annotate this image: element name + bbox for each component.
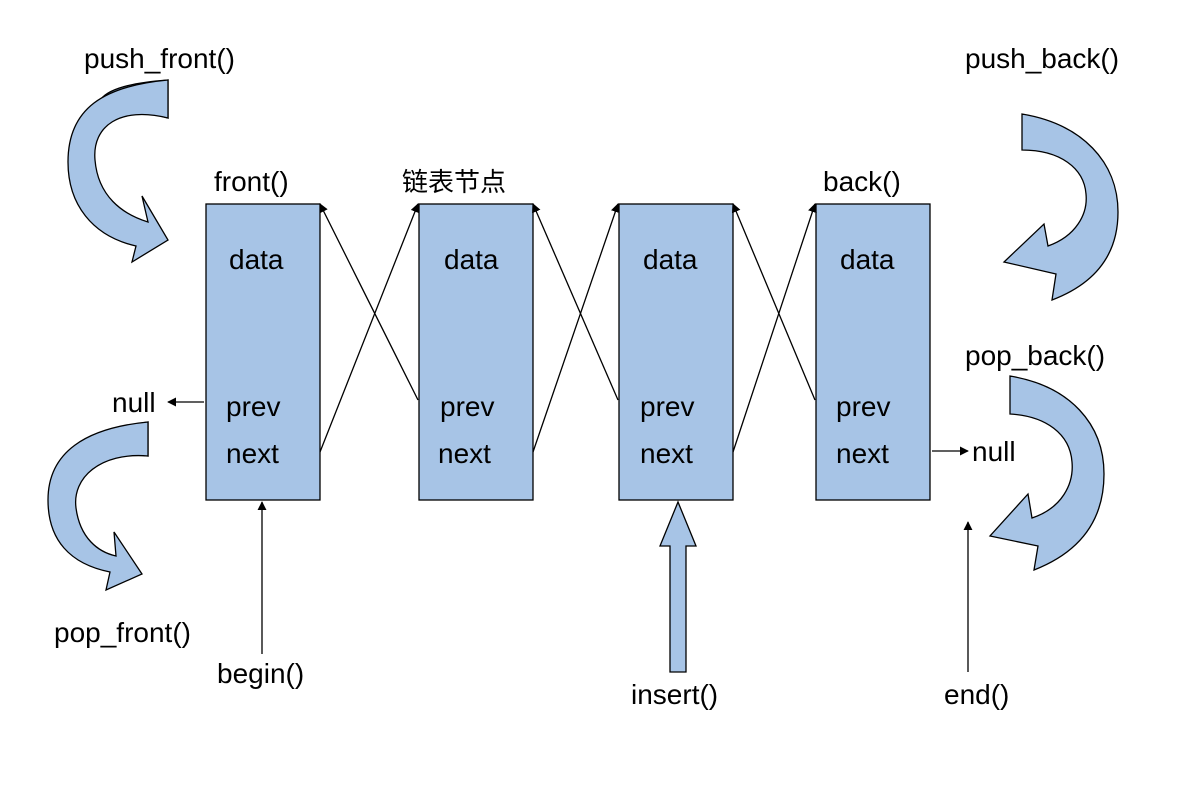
node-links bbox=[319, 203, 817, 453]
node-3: data prev next bbox=[618, 203, 734, 501]
pop-front-label: pop_front() bbox=[54, 617, 191, 648]
node-3-box bbox=[618, 203, 734, 501]
node-1-data: data bbox=[229, 244, 284, 275]
node-4-data: data bbox=[840, 244, 895, 275]
node-title-label: 链表节点 bbox=[402, 168, 506, 198]
back-label: back() bbox=[823, 166, 901, 197]
link-next-2-3 bbox=[532, 203, 620, 453]
push-front-label: push_front() bbox=[84, 43, 235, 74]
node-1: data prev next bbox=[205, 203, 321, 501]
node-4-box bbox=[815, 203, 931, 501]
insert-label: insert() bbox=[631, 679, 718, 710]
node-3-next: next bbox=[640, 438, 693, 469]
link-prev-3-2 bbox=[532, 203, 619, 401]
node-4: data prev next bbox=[815, 203, 931, 501]
node-3-data: data bbox=[643, 244, 698, 275]
node-2-prev: prev bbox=[440, 391, 494, 422]
link-prev-2-1 bbox=[319, 203, 419, 401]
null-right-label: null bbox=[972, 436, 1016, 467]
node-2-data: data bbox=[444, 244, 499, 275]
pop-back-arrow bbox=[988, 375, 1105, 572]
push-back-label: push_back() bbox=[965, 43, 1119, 74]
node-4-prev: prev bbox=[836, 391, 890, 422]
begin-label: begin() bbox=[217, 658, 304, 689]
node-3-prev: prev bbox=[640, 391, 694, 422]
front-label: front() bbox=[214, 166, 289, 197]
end-label: end() bbox=[944, 679, 1009, 710]
push-front-arrow bbox=[67, 79, 169, 264]
link-next-3-4 bbox=[732, 203, 817, 453]
pop-back-label: pop_back() bbox=[965, 340, 1105, 371]
link-next-1-2 bbox=[319, 203, 420, 453]
pop-front-arrow bbox=[47, 421, 149, 592]
node-2: data prev next bbox=[418, 203, 534, 501]
node-4-next: next bbox=[836, 438, 889, 469]
node-1-next: next bbox=[226, 438, 279, 469]
null-left-label: null bbox=[112, 387, 156, 418]
node-1-prev: prev bbox=[226, 391, 280, 422]
node-2-box bbox=[418, 203, 534, 501]
link-prev-4-3 bbox=[731, 203, 816, 401]
insert-arrow bbox=[659, 500, 697, 673]
node-2-next: next bbox=[438, 438, 491, 469]
push-back-arrow bbox=[1002, 113, 1119, 302]
node-1-box bbox=[205, 203, 321, 501]
